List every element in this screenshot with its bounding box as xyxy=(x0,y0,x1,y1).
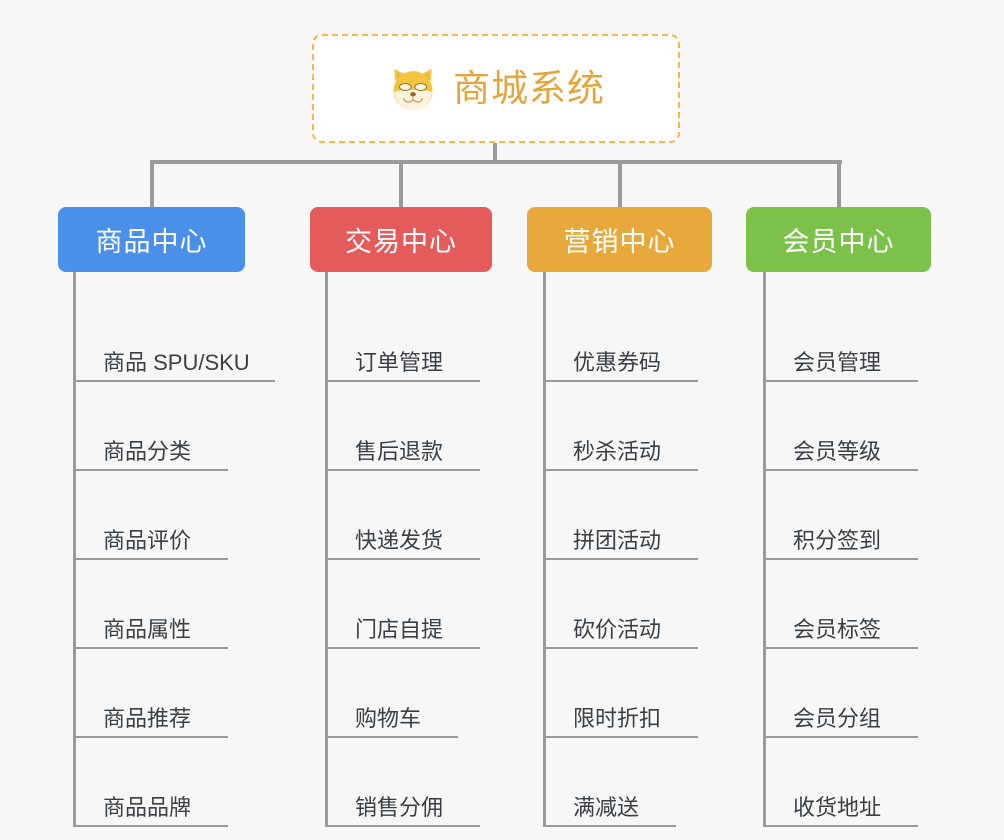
leaf-item[interactable]: 秒杀活动 xyxy=(543,409,698,471)
leaf-item[interactable]: 会员标签 xyxy=(763,587,918,649)
leaf-trunk-line xyxy=(763,272,766,827)
leaf-item[interactable]: 会员分组 xyxy=(763,676,918,738)
leaf-item[interactable]: 订单管理 xyxy=(325,320,480,382)
leaf-item[interactable]: 售后退款 xyxy=(325,409,480,471)
leaf-item[interactable]: 砍价活动 xyxy=(543,587,698,649)
category-label: 会员中心 xyxy=(782,227,895,257)
leaf-trunk-line xyxy=(73,272,76,827)
leaf-item-label: 商品推荐 xyxy=(103,705,192,731)
leaf-item[interactable]: 商品 SPU/SKU xyxy=(73,320,275,382)
leaf-item-label: 购物车 xyxy=(355,705,422,731)
connector-drop-4 xyxy=(837,160,841,207)
leaf-item-label: 会员分组 xyxy=(793,705,882,731)
root-title: 商城系统 xyxy=(453,68,605,109)
leaf-item[interactable]: 收货地址 xyxy=(763,765,918,827)
category-label: 交易中心 xyxy=(345,227,457,257)
leaf-item[interactable]: 商品评价 xyxy=(73,498,228,560)
leaf-item[interactable]: 购物车 xyxy=(325,676,458,738)
connector-drop-2 xyxy=(399,160,403,207)
leaf-item-label: 拼团活动 xyxy=(573,527,662,553)
leaf-item[interactable]: 限时折扣 xyxy=(543,676,698,738)
leaf-item[interactable]: 会员等级 xyxy=(763,409,918,471)
leaf-item-label: 会员标签 xyxy=(793,616,882,642)
connector-horizontal-bus xyxy=(150,160,842,164)
category-box-1[interactable]: 商品中心 xyxy=(58,207,245,272)
leaf-item-label: 商品品牌 xyxy=(103,794,192,820)
leaf-item-label: 砍价活动 xyxy=(573,616,662,642)
shiba-dog-face-icon xyxy=(387,63,439,115)
leaf-item-label: 满减送 xyxy=(573,794,640,820)
leaf-item-label: 销售分佣 xyxy=(355,794,444,820)
leaf-item-label: 商品 SPU/SKU xyxy=(103,349,250,375)
leaf-item[interactable]: 商品推荐 xyxy=(73,676,228,738)
leaf-item[interactable]: 积分签到 xyxy=(763,498,918,560)
category-label: 营销中心 xyxy=(563,227,676,257)
leaf-item-label: 商品评价 xyxy=(103,527,192,553)
leaf-item[interactable]: 满减送 xyxy=(543,765,676,827)
category-label: 商品中心 xyxy=(95,227,208,257)
leaf-item[interactable]: 销售分佣 xyxy=(325,765,480,827)
leaf-item[interactable]: 优惠券码 xyxy=(543,320,698,382)
connector-drop-1 xyxy=(150,160,154,207)
leaf-trunk-line xyxy=(325,272,328,827)
leaf-item-label: 收货地址 xyxy=(793,794,882,820)
leaf-item-label: 商品属性 xyxy=(103,616,192,642)
leaf-item[interactable]: 商品属性 xyxy=(73,587,228,649)
leaf-item-label: 会员等级 xyxy=(793,438,882,464)
leaf-item-label: 限时折扣 xyxy=(573,705,662,731)
root-node-商城系统[interactable]: 商城系统 xyxy=(312,34,680,143)
leaf-item[interactable]: 商品分类 xyxy=(73,409,228,471)
leaf-item-label: 会员管理 xyxy=(793,349,882,375)
category-box-4[interactable]: 会员中心 xyxy=(746,207,931,272)
leaf-item[interactable]: 快递发货 xyxy=(325,498,480,560)
leaf-item[interactable]: 会员管理 xyxy=(763,320,918,382)
leaf-item-label: 订单管理 xyxy=(355,349,444,375)
leaf-item-label: 积分签到 xyxy=(793,527,882,553)
leaf-item-label: 商品分类 xyxy=(103,438,192,464)
connector-drop-3 xyxy=(618,160,622,207)
category-box-3[interactable]: 营销中心 xyxy=(527,207,712,272)
category-box-2[interactable]: 交易中心 xyxy=(310,207,492,272)
leaf-item-label: 秒杀活动 xyxy=(573,438,662,464)
leaf-item-label: 快递发货 xyxy=(355,527,444,553)
leaf-item-label: 门店自提 xyxy=(355,616,444,642)
leaf-item-label: 优惠券码 xyxy=(573,349,662,375)
leaf-trunk-line xyxy=(543,272,546,827)
leaf-item[interactable]: 商品品牌 xyxy=(73,765,228,827)
connector-root-vertical xyxy=(493,143,497,164)
leaf-item[interactable]: 门店自提 xyxy=(325,587,480,649)
leaf-item[interactable]: 拼团活动 xyxy=(543,498,698,560)
leaf-item-label: 售后退款 xyxy=(355,438,444,464)
